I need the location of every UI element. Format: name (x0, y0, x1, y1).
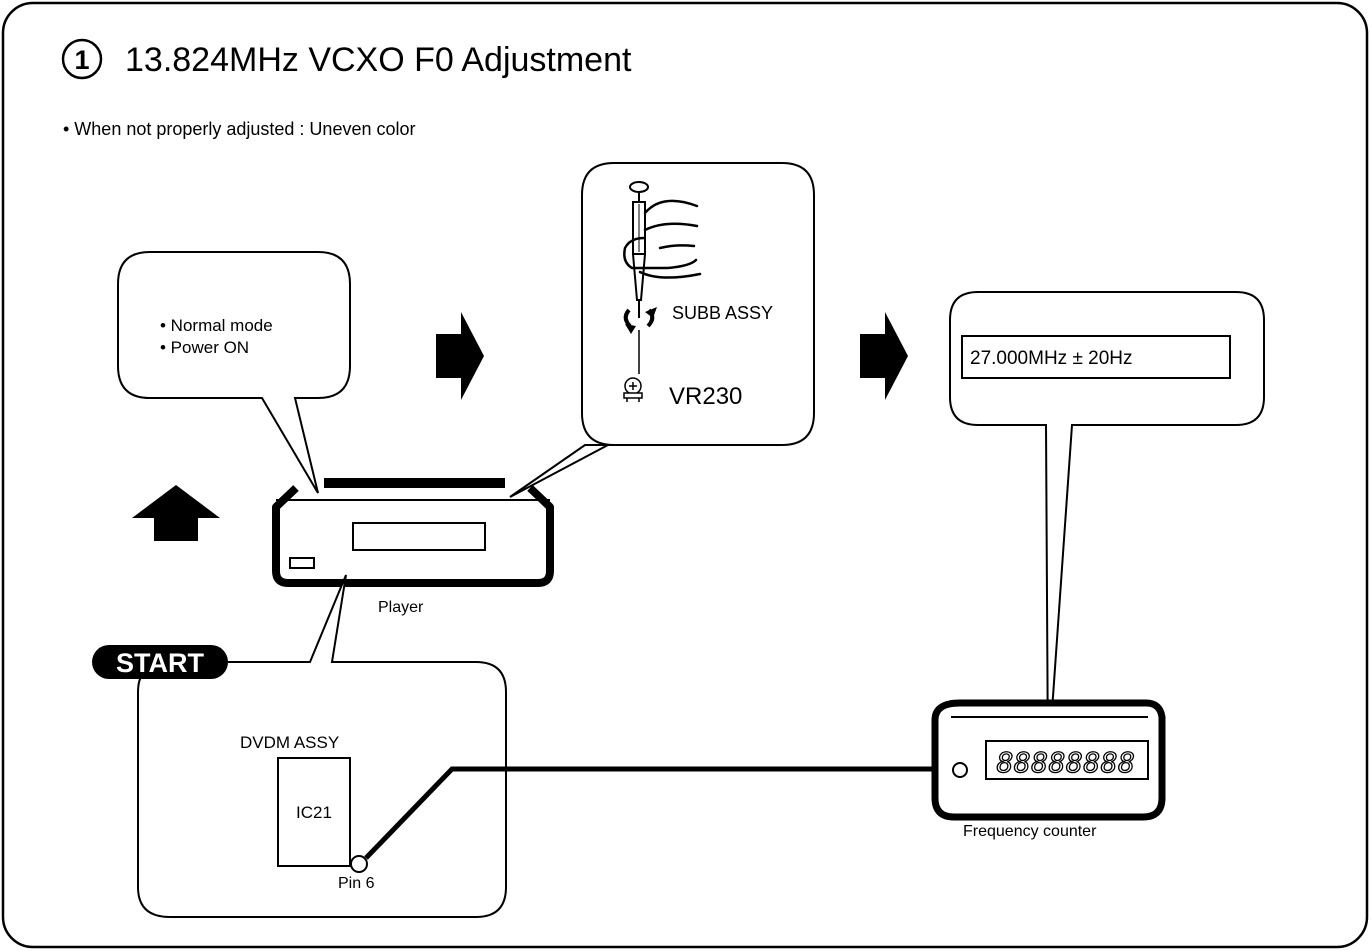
dvdm-assembly: DVDM ASSY (240, 733, 339, 752)
player-label: Player (378, 599, 424, 616)
target-bubble (949, 291, 1265, 769)
rotate-icon (623, 307, 657, 334)
frequency-counter (931, 699, 1166, 821)
ic-label: IC21 (296, 803, 332, 822)
adjust-assembly: SUBB ASSY (672, 303, 773, 323)
pin-label: Pin 6 (338, 875, 375, 892)
right-arrow-icon (436, 312, 484, 400)
condition-line-1: • Normal mode (160, 316, 273, 335)
screwdriver-icon (629, 181, 649, 318)
adjust-control: VR230 (669, 383, 742, 410)
step-number: 1 (74, 45, 89, 75)
variable-resistor-icon (623, 377, 643, 402)
condition-line-2: • Power ON (160, 338, 249, 357)
adjustment-note: • When not properly adjusted : Uneven co… (63, 119, 416, 139)
right-arrow-icon-2 (860, 312, 908, 400)
up-arrow-icon (132, 485, 220, 541)
counter-label: Frequency counter (963, 823, 1097, 840)
adjust-bubble (509, 162, 815, 498)
player-device (272, 478, 554, 587)
start-badge-label: START (116, 648, 204, 678)
step-number-circle (61, 38, 103, 80)
pin-6-circle (350, 855, 368, 873)
hand-icon (623, 199, 702, 279)
target-value: 27.000MHz ± 20Hz (970, 348, 1133, 369)
probe-cable (364, 766, 952, 860)
dvdm-bubble (137, 574, 507, 918)
ic-chip (277, 757, 351, 867)
target-value-box (961, 335, 1231, 379)
condition-bubble (117, 251, 351, 494)
counter-input-jack (952, 762, 968, 778)
page-title: 13.824MHz VCXO F0 Adjustment (125, 41, 632, 79)
counter-display: 88888888 (997, 746, 1136, 779)
start-badge (92, 645, 228, 679)
